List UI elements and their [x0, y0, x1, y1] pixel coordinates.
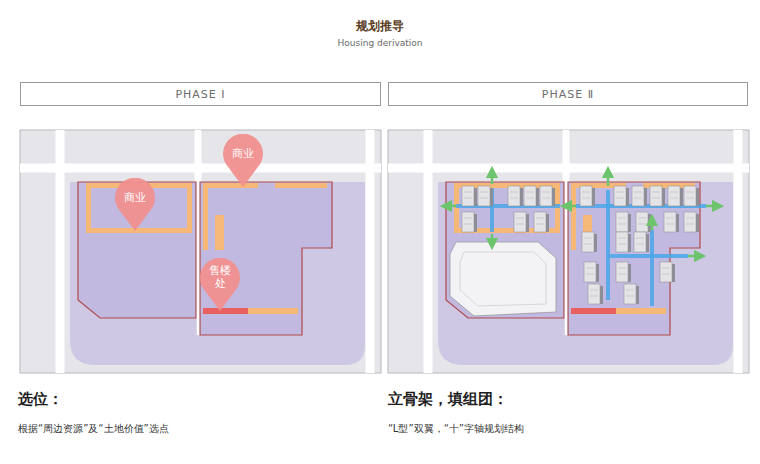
growth-arrow: [491, 172, 494, 184]
pin-shape: [223, 134, 263, 188]
step-heading: 立骨架，填组团：: [388, 390, 508, 409]
step-heading: 选位：: [18, 390, 63, 409]
plan-structure: [446, 172, 718, 316]
pin-head: 售楼处: [200, 258, 240, 298]
growth-arrow: [706, 205, 718, 208]
building: [580, 186, 595, 206]
building: [616, 232, 631, 252]
building: [636, 212, 651, 232]
building: [524, 186, 539, 206]
building: [584, 262, 599, 282]
commercial-block: [460, 252, 546, 306]
building: [508, 186, 523, 206]
axis-path: [606, 190, 610, 300]
pin-head: 商业: [115, 178, 155, 218]
map-pin: 售楼处: [200, 258, 240, 312]
building: [616, 212, 631, 232]
building: [582, 232, 597, 252]
growth-arrow: [446, 205, 456, 208]
growth-arrow: [566, 205, 576, 208]
phase-bar: PHASE Ⅱ: [388, 82, 748, 106]
commercial-block: [450, 242, 556, 316]
subtitle: Housing derivation: [338, 38, 423, 48]
building: [660, 262, 675, 282]
building: [634, 232, 649, 252]
building: [668, 186, 683, 206]
site-map: [20, 130, 381, 373]
building: [684, 186, 699, 206]
building: [684, 212, 699, 232]
building: [540, 186, 555, 206]
building: [588, 284, 603, 304]
axis-path: [608, 254, 688, 258]
building: [616, 262, 631, 282]
pin-head: 商业: [223, 134, 263, 174]
pin-outline: [223, 134, 263, 187]
phase-label: PHASE Ⅰ: [175, 88, 225, 101]
pin-outline: [115, 178, 155, 231]
building: [614, 186, 629, 206]
pin-label: 售楼处: [208, 265, 232, 290]
site-map: [388, 130, 749, 373]
growth-arrow: [688, 255, 700, 258]
building: [624, 284, 639, 304]
building: [650, 186, 665, 206]
axis-path: [650, 230, 654, 306]
title-rule: [190, 36, 570, 37]
building: [462, 212, 477, 232]
step-note: “L型”双翼，“十”字轴规划结构: [388, 422, 524, 436]
phase-label: PHASE Ⅱ: [542, 88, 594, 101]
growth-arrow: [607, 172, 610, 186]
map-pin: 商业: [115, 178, 155, 232]
pin-shape: [115, 178, 155, 232]
growth-arrow: [651, 220, 654, 230]
building: [664, 212, 679, 232]
building: [478, 186, 493, 206]
step-note: 根据“周边资源”及“土地价值”选点: [18, 422, 169, 436]
page-title: 规划推导: [356, 18, 404, 35]
map-pin: 商业: [223, 134, 263, 188]
pin-label: 商业: [232, 148, 254, 161]
building: [632, 186, 647, 206]
growth-arrow: [491, 234, 494, 244]
building: [462, 186, 477, 206]
pin-outline: [200, 258, 240, 311]
phase-bar: PHASE Ⅰ: [20, 82, 381, 106]
building: [514, 212, 529, 232]
pin-label: 商业: [124, 192, 146, 205]
building: [534, 212, 549, 232]
